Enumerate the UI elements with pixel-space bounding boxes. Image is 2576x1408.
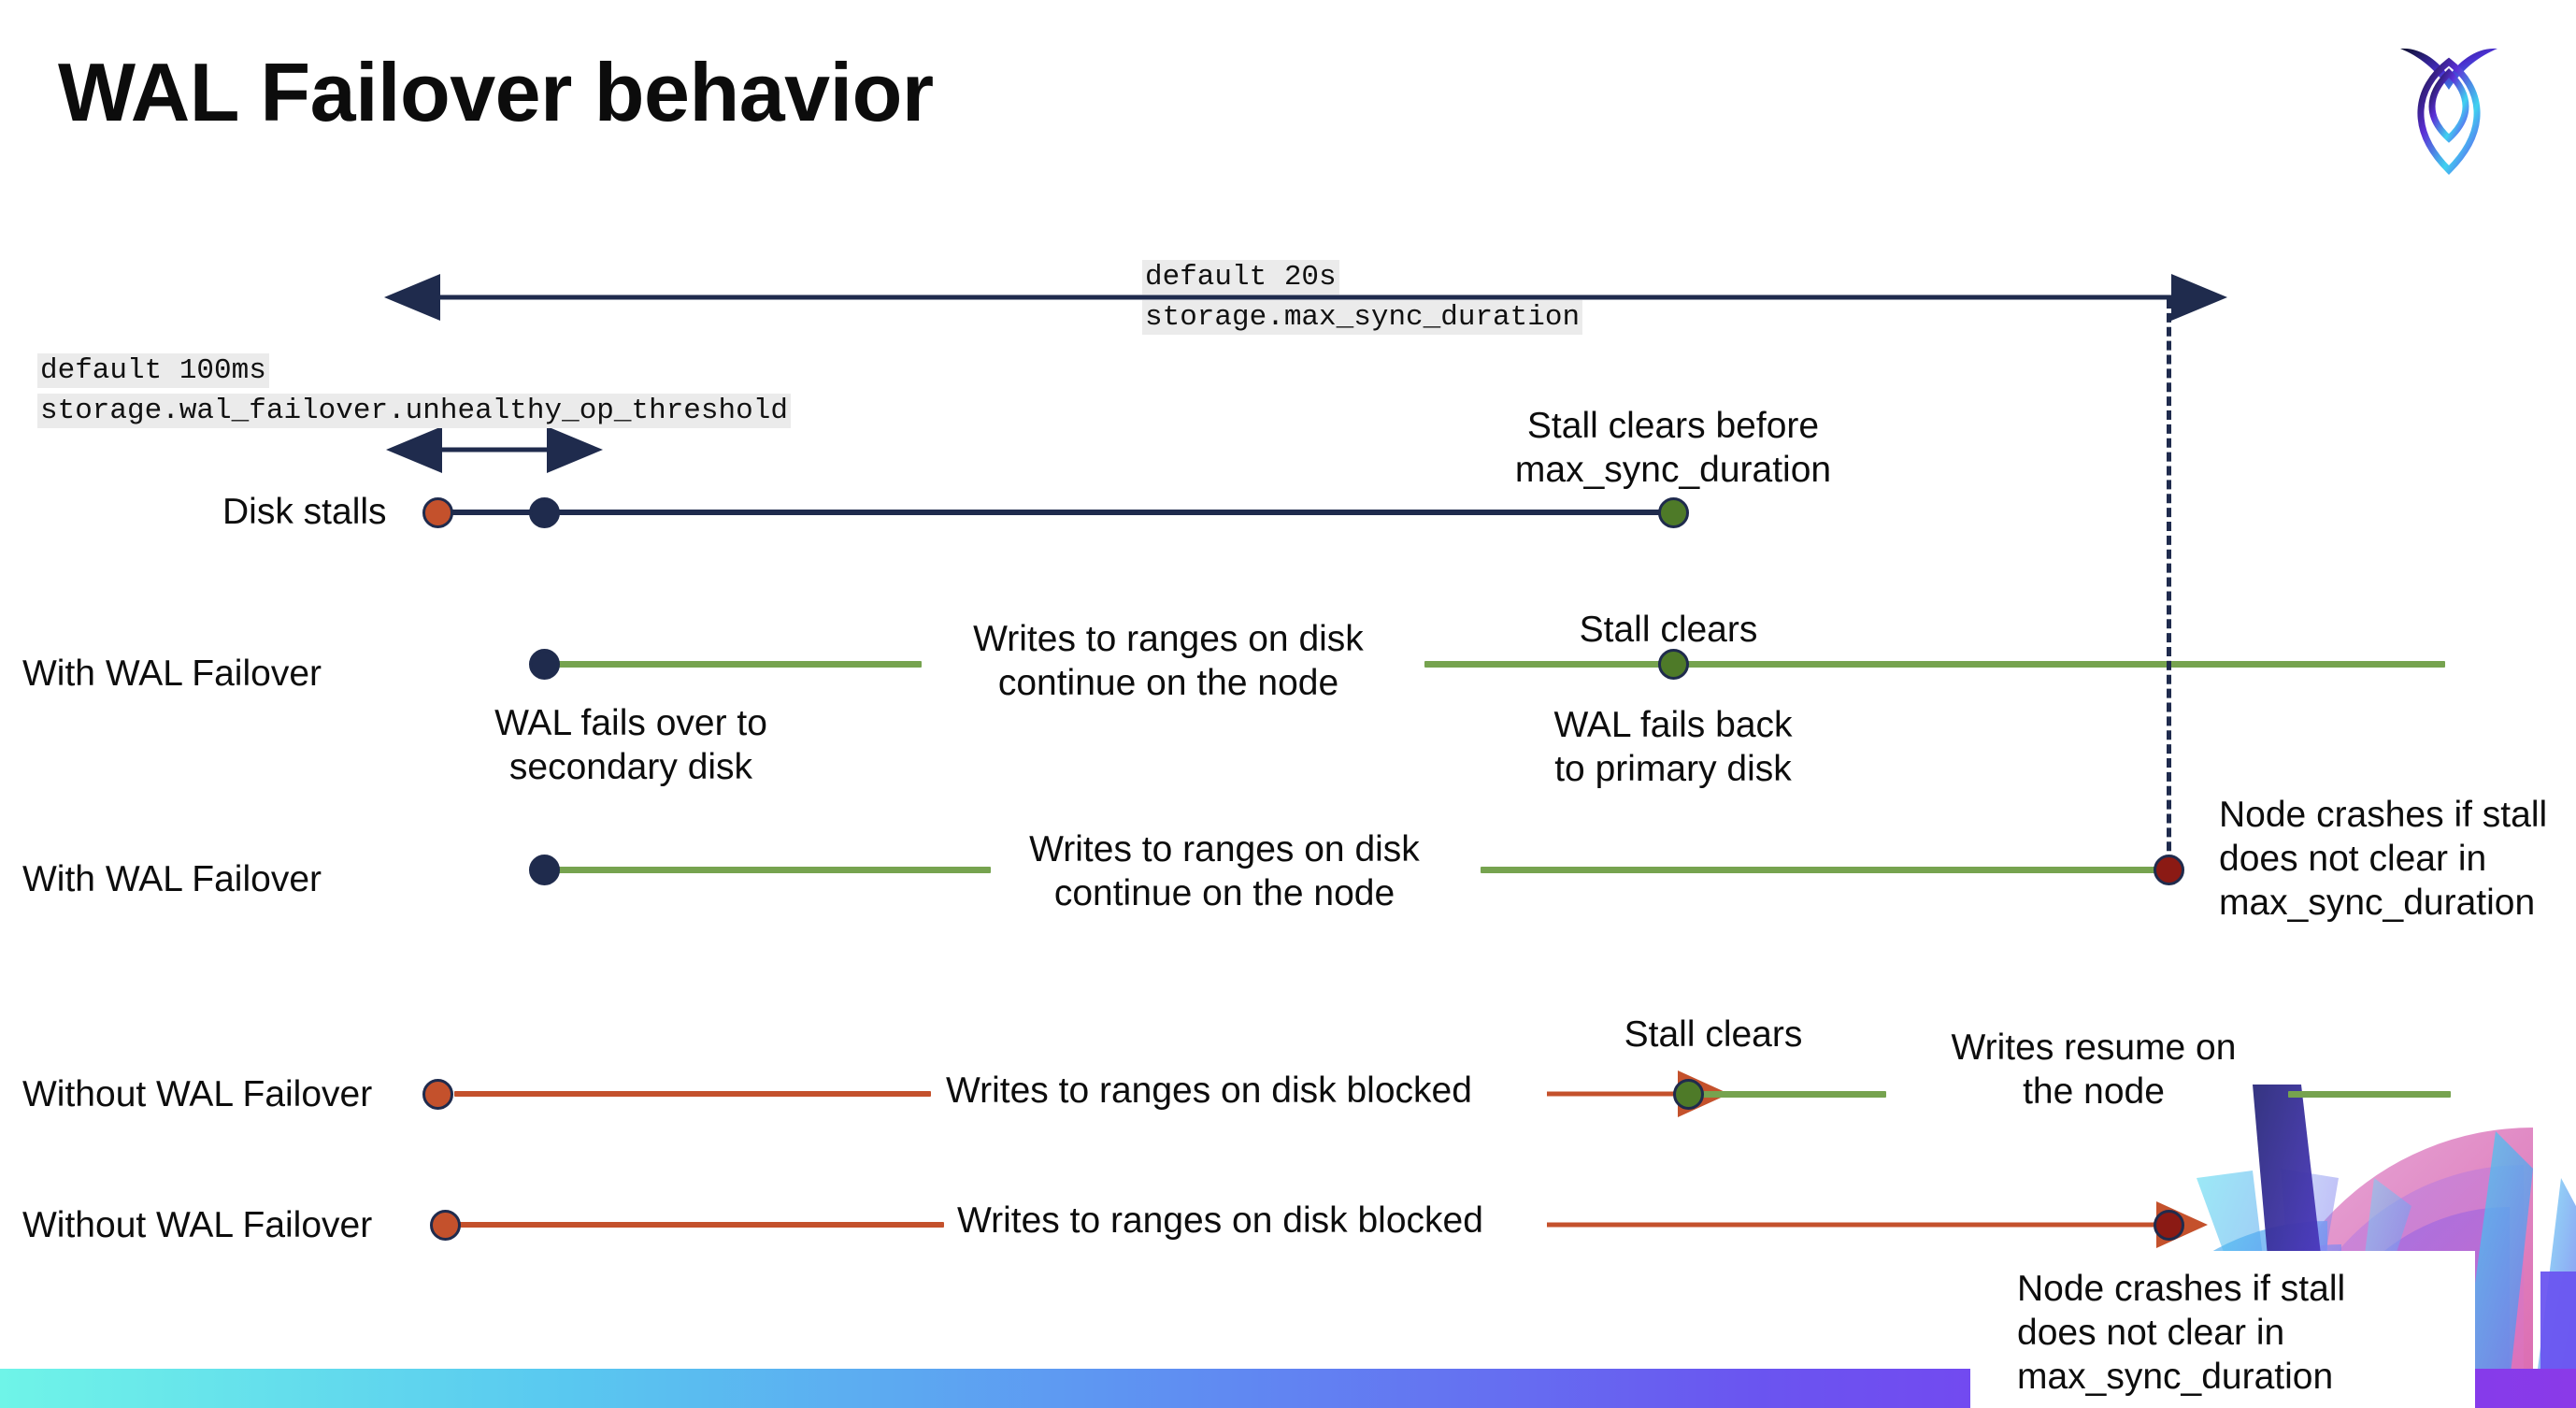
row5-callout-background <box>1970 1251 2475 1408</box>
row1-timeline <box>449 510 1682 515</box>
row5-annotation-node-crashes: Node crashes if stall does not clear in … <box>2017 1269 2346 1397</box>
unhealthy-op-default-label: default 100ms <box>37 353 269 388</box>
row2-stall-clears-dot <box>1658 649 1689 680</box>
row4-timeline-resume-right <box>2288 1091 2451 1098</box>
row3-annotation-node-crashes: Node crashes if stall does not clear in … <box>2219 795 2548 923</box>
row2-failover-dot <box>529 649 560 680</box>
row-label-with-wal-failover-1: With WAL Failover <box>22 654 322 694</box>
row1-stall-clears-dot <box>1658 497 1689 528</box>
row5-node-crash-dot <box>2154 1210 2184 1241</box>
row3-node-crash-dot <box>2154 855 2184 885</box>
row4-annotation-writes-resume: Writes resume on the node <box>1951 1027 2237 1112</box>
row-label-disk-stalls: Disk stalls <box>222 492 387 532</box>
row5-timeline-blocked-left <box>454 1222 944 1228</box>
row3-failover-dot <box>529 855 560 885</box>
page-title: WAL Failover behavior <box>58 46 934 138</box>
row3-timeline-segment-left <box>551 867 991 873</box>
row1-stall-start-dot <box>422 497 453 528</box>
max-sync-duration-boundary-dashed-line <box>2167 299 2171 879</box>
row5-stall-start-dot <box>430 1210 461 1241</box>
unhealthy-op-threshold-chip: default 100ms storage.wal_failover.unhea… <box>37 351 791 431</box>
row-label-with-wal-failover-2: With WAL Failover <box>22 859 322 899</box>
max-sync-setting-name: storage.max_sync_duration <box>1142 300 1583 335</box>
max-sync-duration-chip: default 20s storage.max_sync_duration <box>1142 257 1583 338</box>
row2-timeline-segment-left <box>551 661 922 668</box>
row4-timeline-blocked-left <box>454 1091 931 1097</box>
row-label-without-wal-failover-2: Without WAL Failover <box>22 1205 373 1245</box>
max-sync-default-label: default 20s <box>1142 260 1339 295</box>
row3-annotation-writes-continue: Writes to ranges on disk continue on the… <box>1029 829 1420 913</box>
row1-annotation-stall-clears-before: Stall clears before max_sync_duration <box>1514 406 1832 490</box>
row2-annotation-stall-clears: Stall clears <box>1579 610 1758 650</box>
cockroachdb-logo <box>2393 28 2505 178</box>
row4-annotation-stall-clears: Stall clears <box>1624 1014 1803 1055</box>
row4-annotation-writes-blocked: Writes to ranges on disk blocked <box>946 1070 1472 1111</box>
unhealthy-op-setting-name: storage.wal_failover.unhealthy_op_thresh… <box>37 394 791 428</box>
row4-stall-start-dot <box>422 1079 453 1110</box>
row2-timeline-segment-right <box>1424 661 2445 668</box>
row2-annotation-wal-fails-over: WAL fails over to secondary disk <box>494 703 767 787</box>
row2-annotation-wal-fails-back: WAL fails back to primary disk <box>1553 705 1793 789</box>
row1-failover-dot <box>529 497 560 528</box>
row4-timeline-resume-mid <box>1696 1091 1886 1098</box>
row-label-without-wal-failover-1: Without WAL Failover <box>22 1074 373 1114</box>
row2-annotation-writes-continue: Writes to ranges on disk continue on the… <box>973 619 1364 703</box>
row3-timeline-segment-right <box>1481 867 2172 873</box>
row5-annotation-writes-blocked: Writes to ranges on disk blocked <box>957 1200 1483 1241</box>
row4-stall-clears-dot <box>1673 1079 1704 1110</box>
